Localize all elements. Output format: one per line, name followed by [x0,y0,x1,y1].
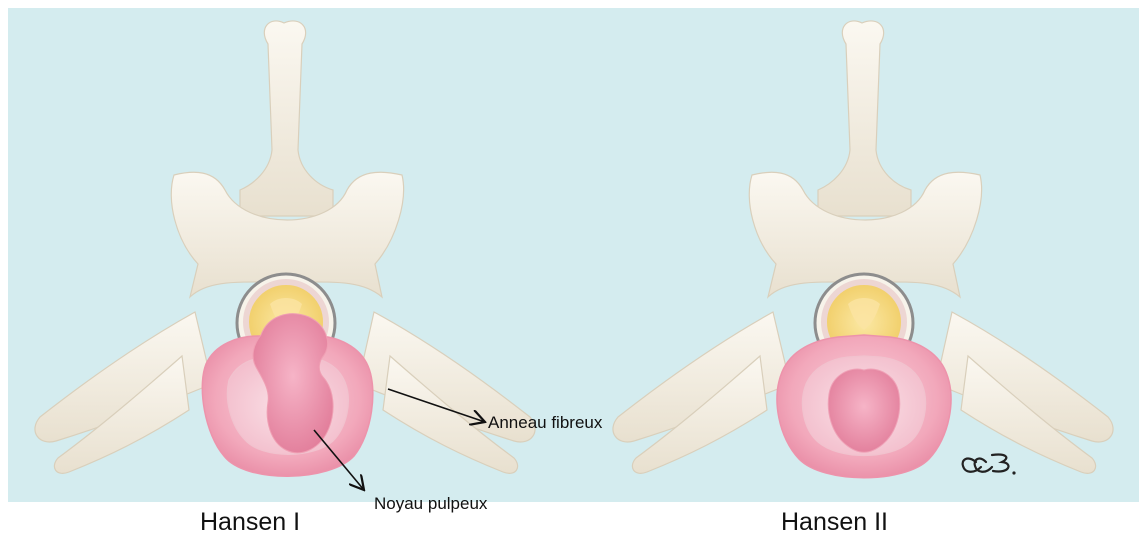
left-vertebra [35,21,535,476]
signature-icon [958,446,1016,478]
right-spinous-process [818,21,911,216]
caption-hansen-i: Hansen I [200,510,300,535]
left-spinous-process [240,21,333,216]
label-anneau-fibreux: Anneau fibreux [488,414,602,431]
label-noyau-pulpeux: Noyau pulpeux [374,495,487,512]
caption-hansen-ii: Hansen II [781,510,888,535]
right-vertebra [613,21,1113,478]
